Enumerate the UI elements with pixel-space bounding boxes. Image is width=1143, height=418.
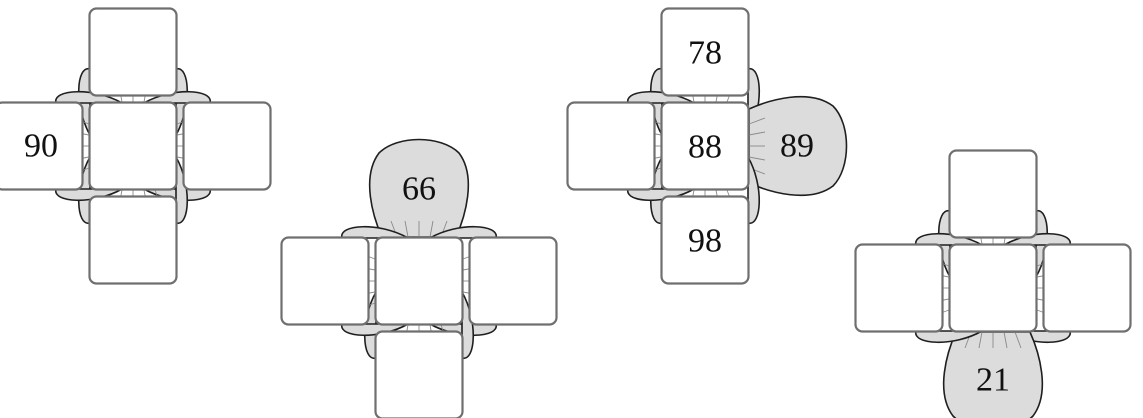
cell-left[interactable] [854,243,944,333]
cell-left[interactable] [0,101,84,191]
cell-top[interactable] [660,7,750,97]
petal-right [748,95,848,197]
petal-right-number: 89 [780,128,814,165]
cell-top[interactable] [88,7,178,97]
cell-right[interactable] [182,101,272,191]
puzzle-1: 90 [0,7,272,285]
puzzle-3: 88 78 98 89 [566,7,848,285]
cell-right[interactable] [468,236,558,326]
petal-bottom [942,331,1044,418]
cell-bottom-number: 98 [688,223,722,260]
cell-left[interactable] [566,101,656,191]
cell-center-number: 88 [688,129,722,166]
cell-center[interactable] [374,236,464,326]
cell-top-number: 78 [688,35,722,72]
puzzle-4: 21 [854,149,1132,418]
cell-bottom[interactable] [374,330,464,418]
cell-left[interactable] [280,236,370,326]
cell-center[interactable] [88,101,178,191]
puzzle-2: 66 [280,138,558,418]
cell-center[interactable] [660,101,750,191]
cell-center[interactable] [948,243,1038,333]
petal-bottom-number: 21 [976,362,1010,399]
cell-top[interactable] [948,149,1038,239]
cell-bottom[interactable] [660,195,750,285]
cell-right[interactable] [1042,243,1132,333]
petal-left-number: 90 [24,128,58,165]
petal-top-number: 66 [402,171,436,208]
cell-bottom[interactable] [88,195,178,285]
